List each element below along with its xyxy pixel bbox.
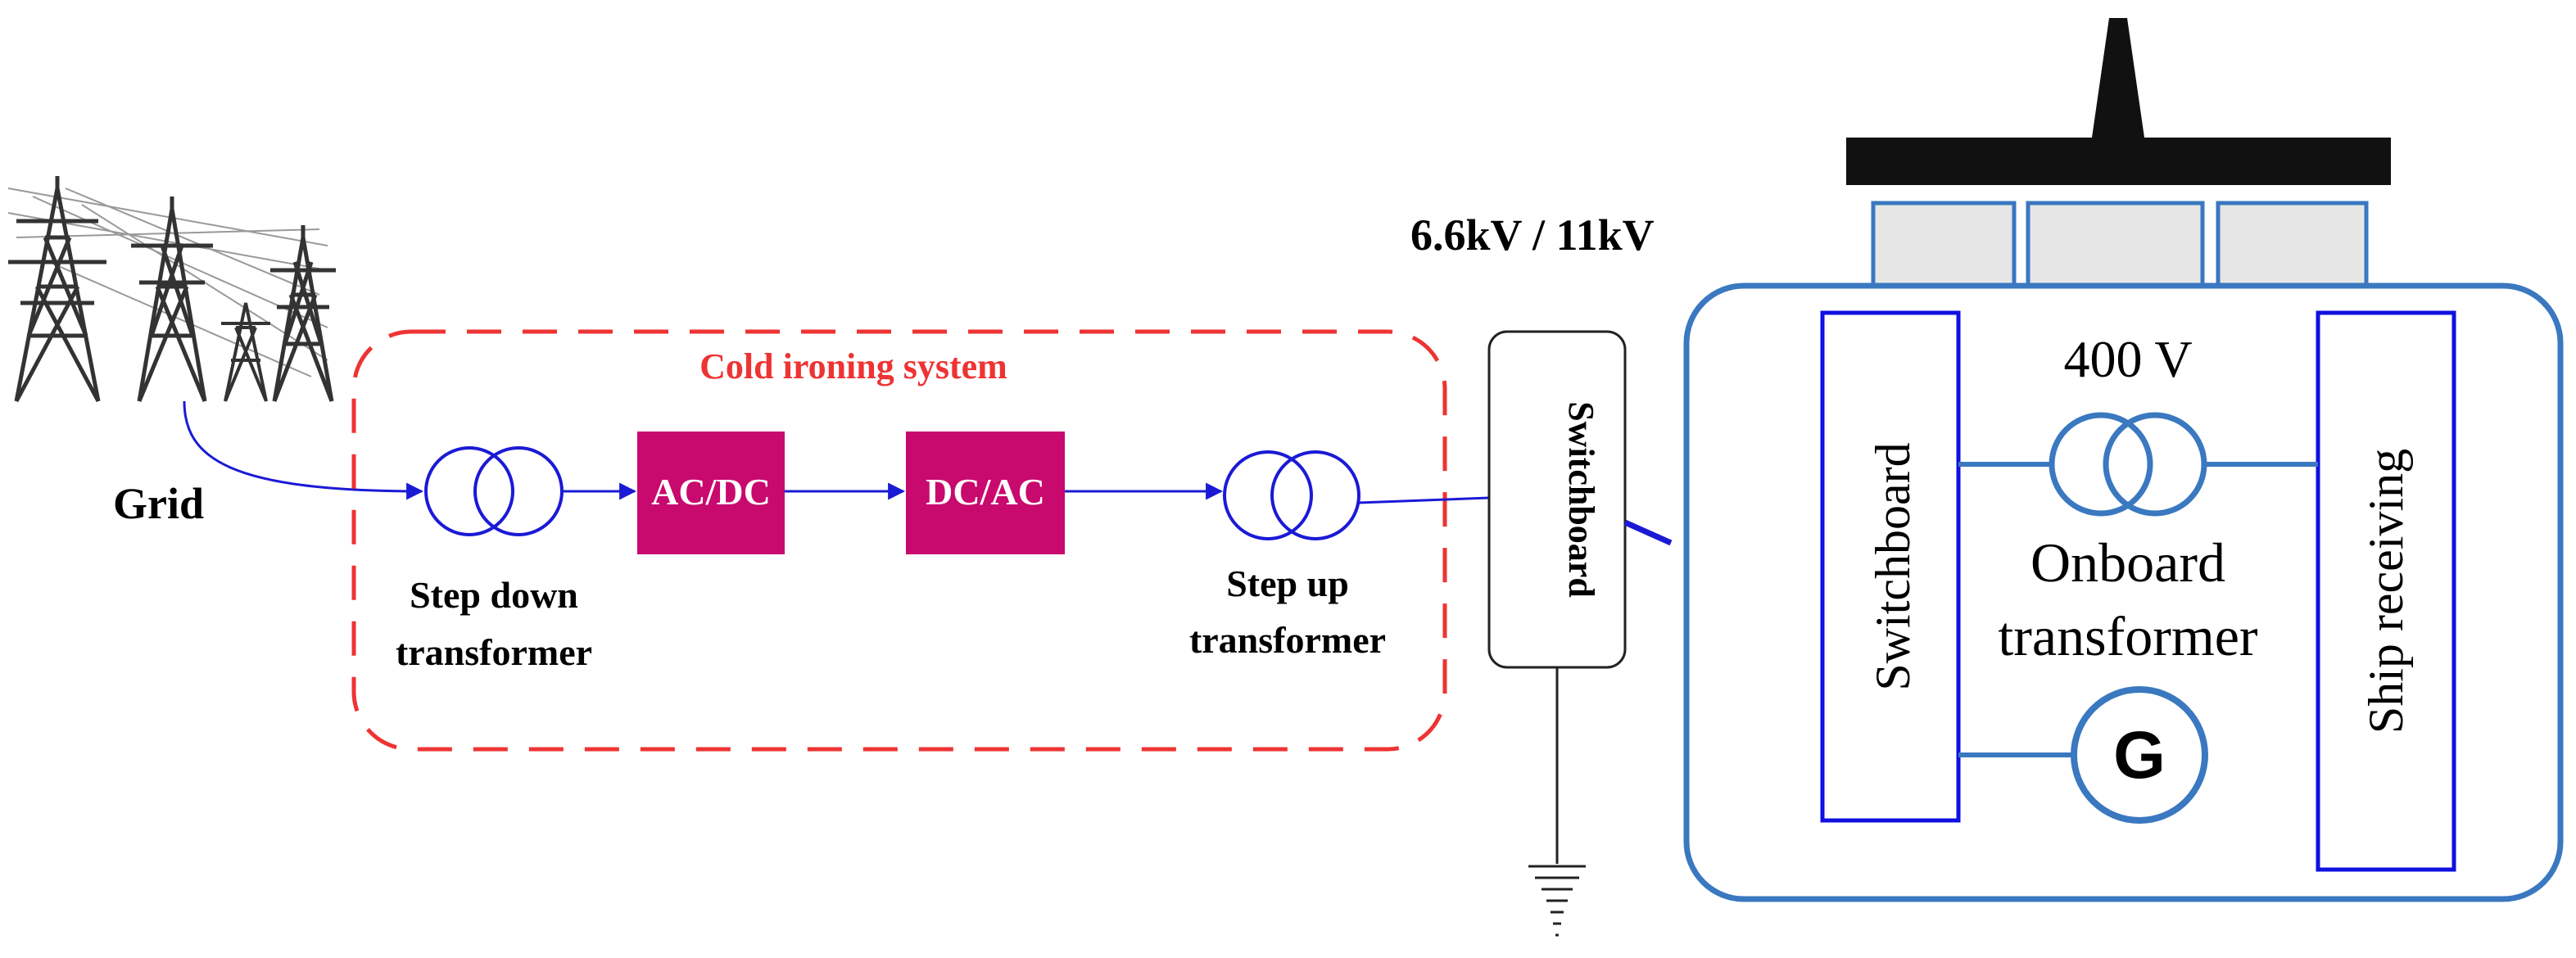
ship-receiving-panel <box>2316 310 2456 872</box>
step-down-label-line1: Step down <box>410 574 578 616</box>
shore-voltage-label: 6.6kV / 11kV <box>1410 210 1655 260</box>
step-up-label-line2: transformer <box>1189 619 1386 661</box>
ship-voltage-label: 400 V <box>2063 330 2192 388</box>
step-down-transformer-icon <box>424 446 564 536</box>
step-up-transformer-icon <box>1223 450 1360 540</box>
shore-feed-line <box>1358 496 1490 504</box>
generator-icon <box>2071 686 2208 824</box>
ship-cabin-3 <box>2216 201 2369 290</box>
ac-dc-label: AC/DC <box>651 471 771 513</box>
shore-switchboard <box>1487 330 1627 669</box>
dc-ac-label: DC/AC <box>926 471 1045 513</box>
ship-connection-line <box>1623 519 1673 546</box>
ship-cabin-2 <box>2026 201 2205 290</box>
onboard-transformer-label-line1: Onboard <box>2030 531 2225 594</box>
grid-feed-line <box>183 400 424 500</box>
power-pylons-icon <box>7 176 336 403</box>
ship-funnel <box>2092 18 2144 138</box>
ship-cabin-1 <box>1871 201 2017 290</box>
ship-deck <box>1846 138 2391 185</box>
ship-switchboard <box>1820 310 1961 823</box>
dc-ac-converter <box>906 432 1065 554</box>
ac-dc-converter <box>637 432 785 554</box>
step-down-label-line2: transformer <box>396 631 592 673</box>
onboard-transformer-icon <box>2049 412 2207 517</box>
ship-switchboard-label: Switchboard <box>1866 442 1920 690</box>
ship-receiving-label: Ship receiving <box>2359 449 2413 734</box>
shore-switchboard-label: Switchboard <box>1561 401 1601 598</box>
step-up-label-line1: Step up <box>1226 563 1349 604</box>
cold-ironing-boundary <box>351 329 1447 752</box>
grid-label: Grid <box>113 479 204 528</box>
generator-label: G <box>2113 718 2166 793</box>
ground-icon <box>1528 865 1586 937</box>
cold-ironing-label: Cold ironing system <box>699 346 1007 386</box>
onboard-transformer-label-line2: transformer <box>1998 605 2258 667</box>
